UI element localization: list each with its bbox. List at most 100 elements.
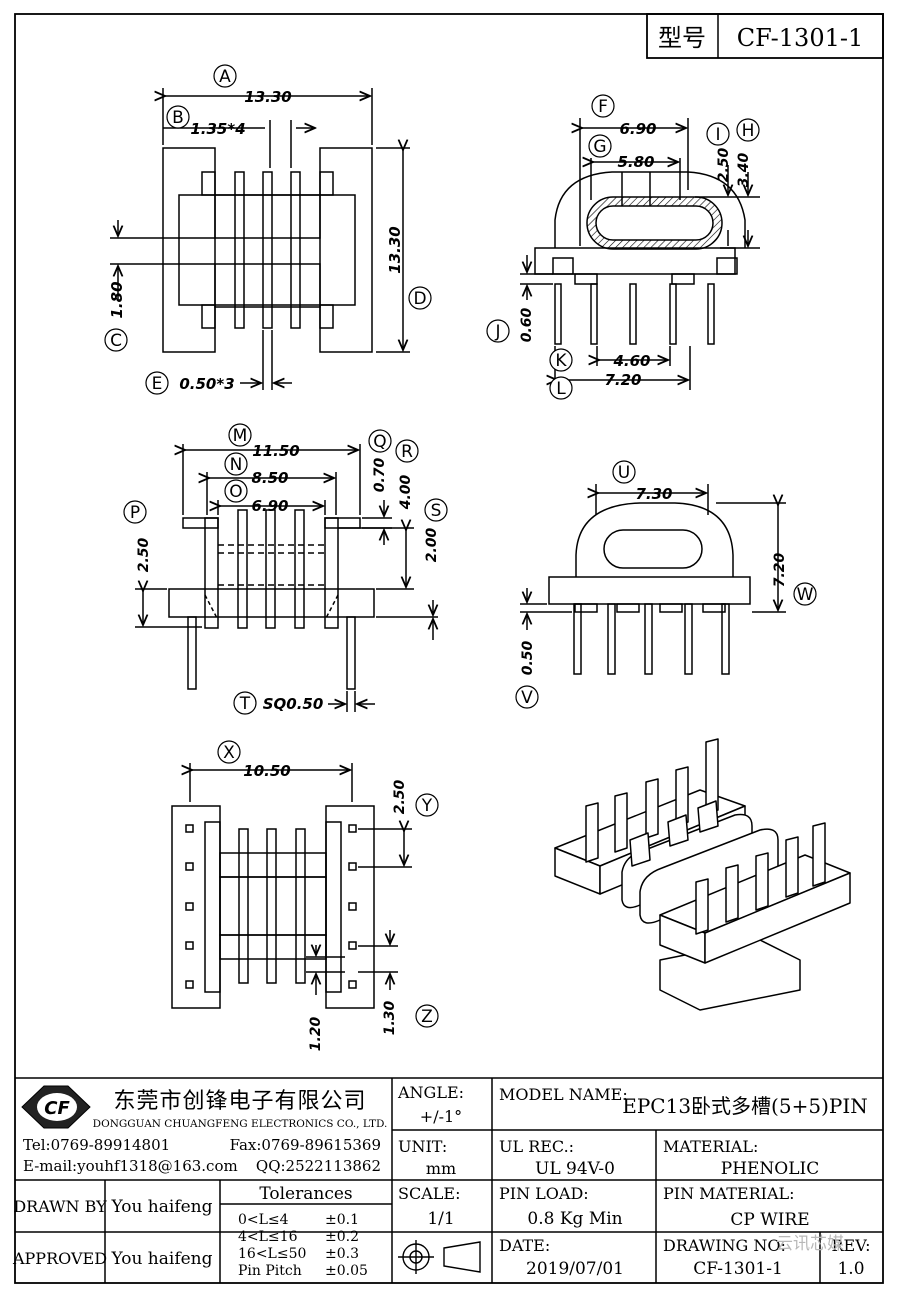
approved-label: APPROVED [12,1249,107,1268]
projection-symbol-icon [398,1240,481,1274]
label-L: L [556,379,566,399]
tolerances-label: Tolerances [259,1184,352,1204]
top-view [110,88,410,390]
dim-P: 2.50 [136,537,152,572]
label-I: I [715,125,720,145]
company-info: 东莞市创锋电子有限公司 DONGGUAN CHUANGFENG ELECTRON… [23,1089,387,1175]
tol-value-3: ±0.3 [325,1246,359,1262]
dim-F: 6.90 [619,120,656,138]
tol-range-1: 0<L≤4 [238,1212,289,1228]
dim-L: 7.20 [604,371,641,389]
label-Z: Z [421,1007,433,1027]
drawing-no-label: DRAWING NO: [663,1236,786,1255]
dim-Y: 2.50 [392,779,408,814]
dim-U: 7.30 [635,485,672,503]
drawing-no-value: CF-1301-1 [693,1259,783,1279]
rev-value: 1.0 [837,1259,864,1279]
dim-K: 4.60 [612,352,650,370]
company-name-en: DONGGUAN CHUANGFENG ELECTRONICS CO., LTD… [93,1118,388,1130]
bottom-view [171,763,412,1009]
dim-M: 11.50 [252,442,299,460]
watermark: 云讯芯媒 [776,1234,844,1254]
dim-T: SQ0.50 [263,695,324,713]
dim-X: 10.50 [243,762,290,780]
angle-label: ANGLE: [397,1083,464,1102]
dim-N: 8.50 [251,469,288,487]
unit-label: UNIT: [398,1137,447,1156]
header-box: 型号 CF-1301-1 [646,13,884,59]
dim-S: 2.00 [424,527,440,562]
pin-material-label: PIN MATERIAL: [663,1184,795,1203]
unit-value: mm [426,1159,456,1178]
sheet-border [14,13,884,1284]
tel: Tel:0769-89914801 [23,1136,170,1154]
pin-load-value: 0.8 Kg Min [527,1209,622,1229]
pin-load-label: PIN LOAD: [499,1184,589,1203]
tol-value-1: ±0.1 [325,1212,359,1228]
label-K: K [555,351,567,371]
title-block-fields: ANGLE: +/-1° MODEL NAME: EPC13卧式多槽(5+5)P… [12,1083,871,1279]
ul-label: UL REC.: [499,1137,574,1156]
date-value: 2019/07/01 [526,1259,624,1279]
drawn-by-label: DRAWN BY [13,1197,107,1216]
dim-C: 1.80 [108,281,126,318]
top-view-labels: A 13.30 B 1.35*4 13.30 D 1.80 C E 0.50*3 [104,64,432,395]
bottom-view-labels: X 10.50 2.50 Y 1.20 1.30 Z [217,740,439,1051]
label-D: D [413,289,426,309]
label-R: R [401,442,413,462]
label-U: U [618,463,630,483]
approved-value: You haifeng [110,1249,212,1269]
dim-G: 5.80 [617,153,654,171]
label-B: B [172,108,184,128]
label-M: M [233,426,248,446]
dim-V: 0.50 [520,640,536,675]
angle-value: +/-1° [420,1107,462,1126]
logo-text: CF [44,1098,70,1119]
dim-I: 2.50 [716,147,732,182]
front-view-labels: M 11.50 N 8.50 O 6.90 Q R 0.70 4.00 S 2.… [123,423,448,715]
type-label: 型号 [658,24,706,52]
material-label: MATERIAL: [663,1137,758,1156]
tol-value-4: ±0.05 [325,1263,368,1279]
label-G: G [593,137,606,157]
rev-label: REV: [831,1236,870,1255]
company-name-cn: 东莞市创锋电子有限公司 [113,1089,366,1114]
dim-D: 13.30 [386,226,404,273]
scale-label: SCALE: [398,1184,460,1203]
end-view [520,484,786,675]
dim-O: 6.90 [251,497,288,515]
label-T: T [239,694,251,714]
tol-range-3: 16<L≤50 [238,1246,306,1262]
label-E: E [152,374,163,394]
title-block-grid [15,1077,883,1283]
isometric-view [554,738,851,1011]
dim-J: 0.60 [519,307,535,342]
label-V: V [521,688,533,708]
tol-range-4: Pin Pitch [238,1263,302,1279]
label-X: X [223,743,235,763]
qq: QQ:2522113862 [256,1157,381,1175]
scale-value: 1/1 [427,1209,454,1229]
label-N: N [230,455,243,475]
model-name-value: EPC13卧式多槽(5+5)PIN [622,1094,867,1118]
dim-Q: 0.70 [372,457,388,492]
label-A: A [219,67,231,87]
dim-W: 7.20 [772,552,788,587]
label-Y: Y [421,796,433,816]
label-W: W [797,585,814,605]
dim-E: 0.50*3 [179,375,234,393]
material-value: PHENOLIC [721,1159,820,1179]
dim-R: 4.00 [398,474,414,510]
dim-A: 13.30 [244,88,291,106]
dim-H: 3.40 [736,152,752,187]
fax: Fax:0769-89615369 [230,1136,381,1154]
part-number: CF-1301-1 [737,24,864,52]
pin-material-value: CP WIRE [730,1210,809,1230]
tol-range-2: 4<L≤16 [238,1229,298,1245]
label-Q: Q [373,432,386,452]
model-name-label: MODEL NAME: [499,1085,628,1104]
date-label: DATE: [499,1236,550,1255]
side-view-labels: F 6.90 G 5.80 I H 2.50 3.40 J 0.60 K 4.6… [486,94,760,400]
drawn-by-value: You haifeng [110,1197,212,1217]
tol-value-2: ±0.2 [325,1229,359,1245]
